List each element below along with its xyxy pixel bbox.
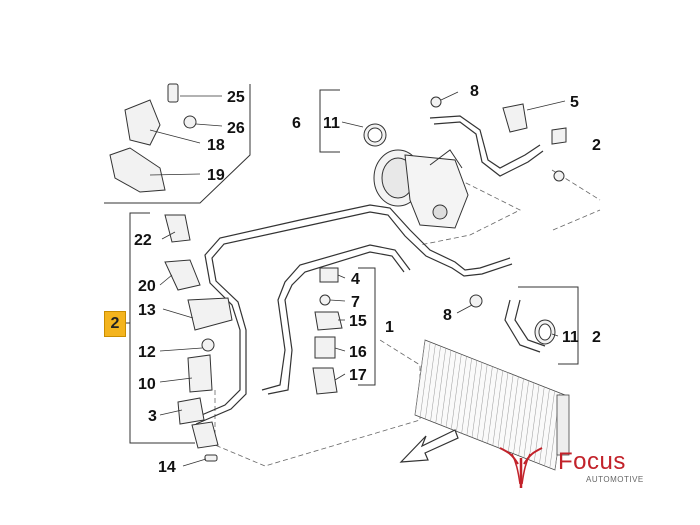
condenser-fin (528, 384, 540, 460)
callout-2-right: 2 (592, 329, 601, 346)
condenser-fin (440, 350, 452, 426)
direction-arrow (399, 429, 459, 463)
condenser-fin (430, 346, 441, 422)
condenser-fin (471, 362, 483, 438)
condenser-fin (508, 376, 519, 452)
leader-lines (149, 91, 566, 467)
callout-6: 6 (292, 115, 301, 132)
callout-18: 18 (207, 137, 225, 154)
callout-26: 26 (227, 120, 245, 137)
condenser-fin (518, 380, 529, 456)
condenser-fin (492, 370, 504, 446)
condenser-fin (461, 358, 472, 434)
callout-25: 25 (227, 89, 245, 106)
group-bracket-6 (319, 89, 340, 153)
condenser-fin (419, 342, 431, 418)
ac-pipe-main (189, 115, 546, 425)
callout-2-top-right: 2 (592, 137, 601, 154)
callout-16: 16 (349, 344, 367, 361)
condenser-fin (502, 374, 514, 450)
callout-13: 13 (138, 302, 156, 319)
callout-4: 4 (351, 271, 360, 288)
callout-8: 8 (470, 83, 479, 100)
condenser-fin (476, 364, 488, 440)
group-label-2: 2 (104, 311, 126, 337)
condenser-fin (435, 348, 446, 424)
group-bracket-top-left (104, 84, 251, 204)
brand-name: Focus (558, 448, 626, 475)
condenser-fin (523, 382, 535, 458)
callout-19: 19 (207, 167, 225, 184)
callout-14: 14 (158, 459, 176, 476)
parts-line-art (109, 83, 567, 462)
ac-compressor (373, 149, 469, 229)
brand-watermark: Focus AUTOMOTIVE (498, 444, 658, 490)
condenser-fin (497, 372, 509, 448)
callout-11: 11 (323, 115, 340, 132)
callout-10: 10 (138, 376, 156, 393)
condenser-fin (544, 390, 555, 466)
condenser-fin (534, 386, 545, 462)
callout-7: 7 (351, 294, 360, 311)
callout-12: 12 (138, 344, 156, 361)
callout-8-lower: 8 (443, 307, 452, 324)
condenser-fin (425, 344, 436, 420)
brand-subtitle: AUTOMOTIVE (586, 475, 644, 484)
callout-numbers: 25 26 18 19 22 20 13 12 10 3 14 6 11 8 5… (134, 83, 601, 476)
brand-logo-icon (499, 447, 543, 488)
callout-22: 22 (134, 232, 152, 249)
callout-17: 17 (349, 367, 367, 384)
callout-11-lower: 11 (562, 329, 579, 346)
callout-15: 15 (349, 313, 367, 330)
condenser-fin (456, 356, 467, 432)
condenser-fin (451, 354, 462, 430)
condenser-fin (487, 368, 498, 444)
callout-1: 1 (385, 319, 394, 336)
ac-condenser (414, 339, 570, 471)
group-bracket-1 (358, 267, 376, 386)
condenser-fin (466, 360, 478, 436)
callout-20: 20 (138, 278, 156, 295)
callout-3: 3 (148, 408, 157, 425)
condenser-fin (539, 388, 550, 464)
condenser-fin (414, 339, 426, 416)
callout-5: 5 (570, 94, 579, 111)
condenser-fin (445, 352, 457, 428)
group-bracket-2-right (518, 286, 579, 365)
condenser-fin (513, 378, 524, 454)
condenser-fin (482, 366, 493, 442)
